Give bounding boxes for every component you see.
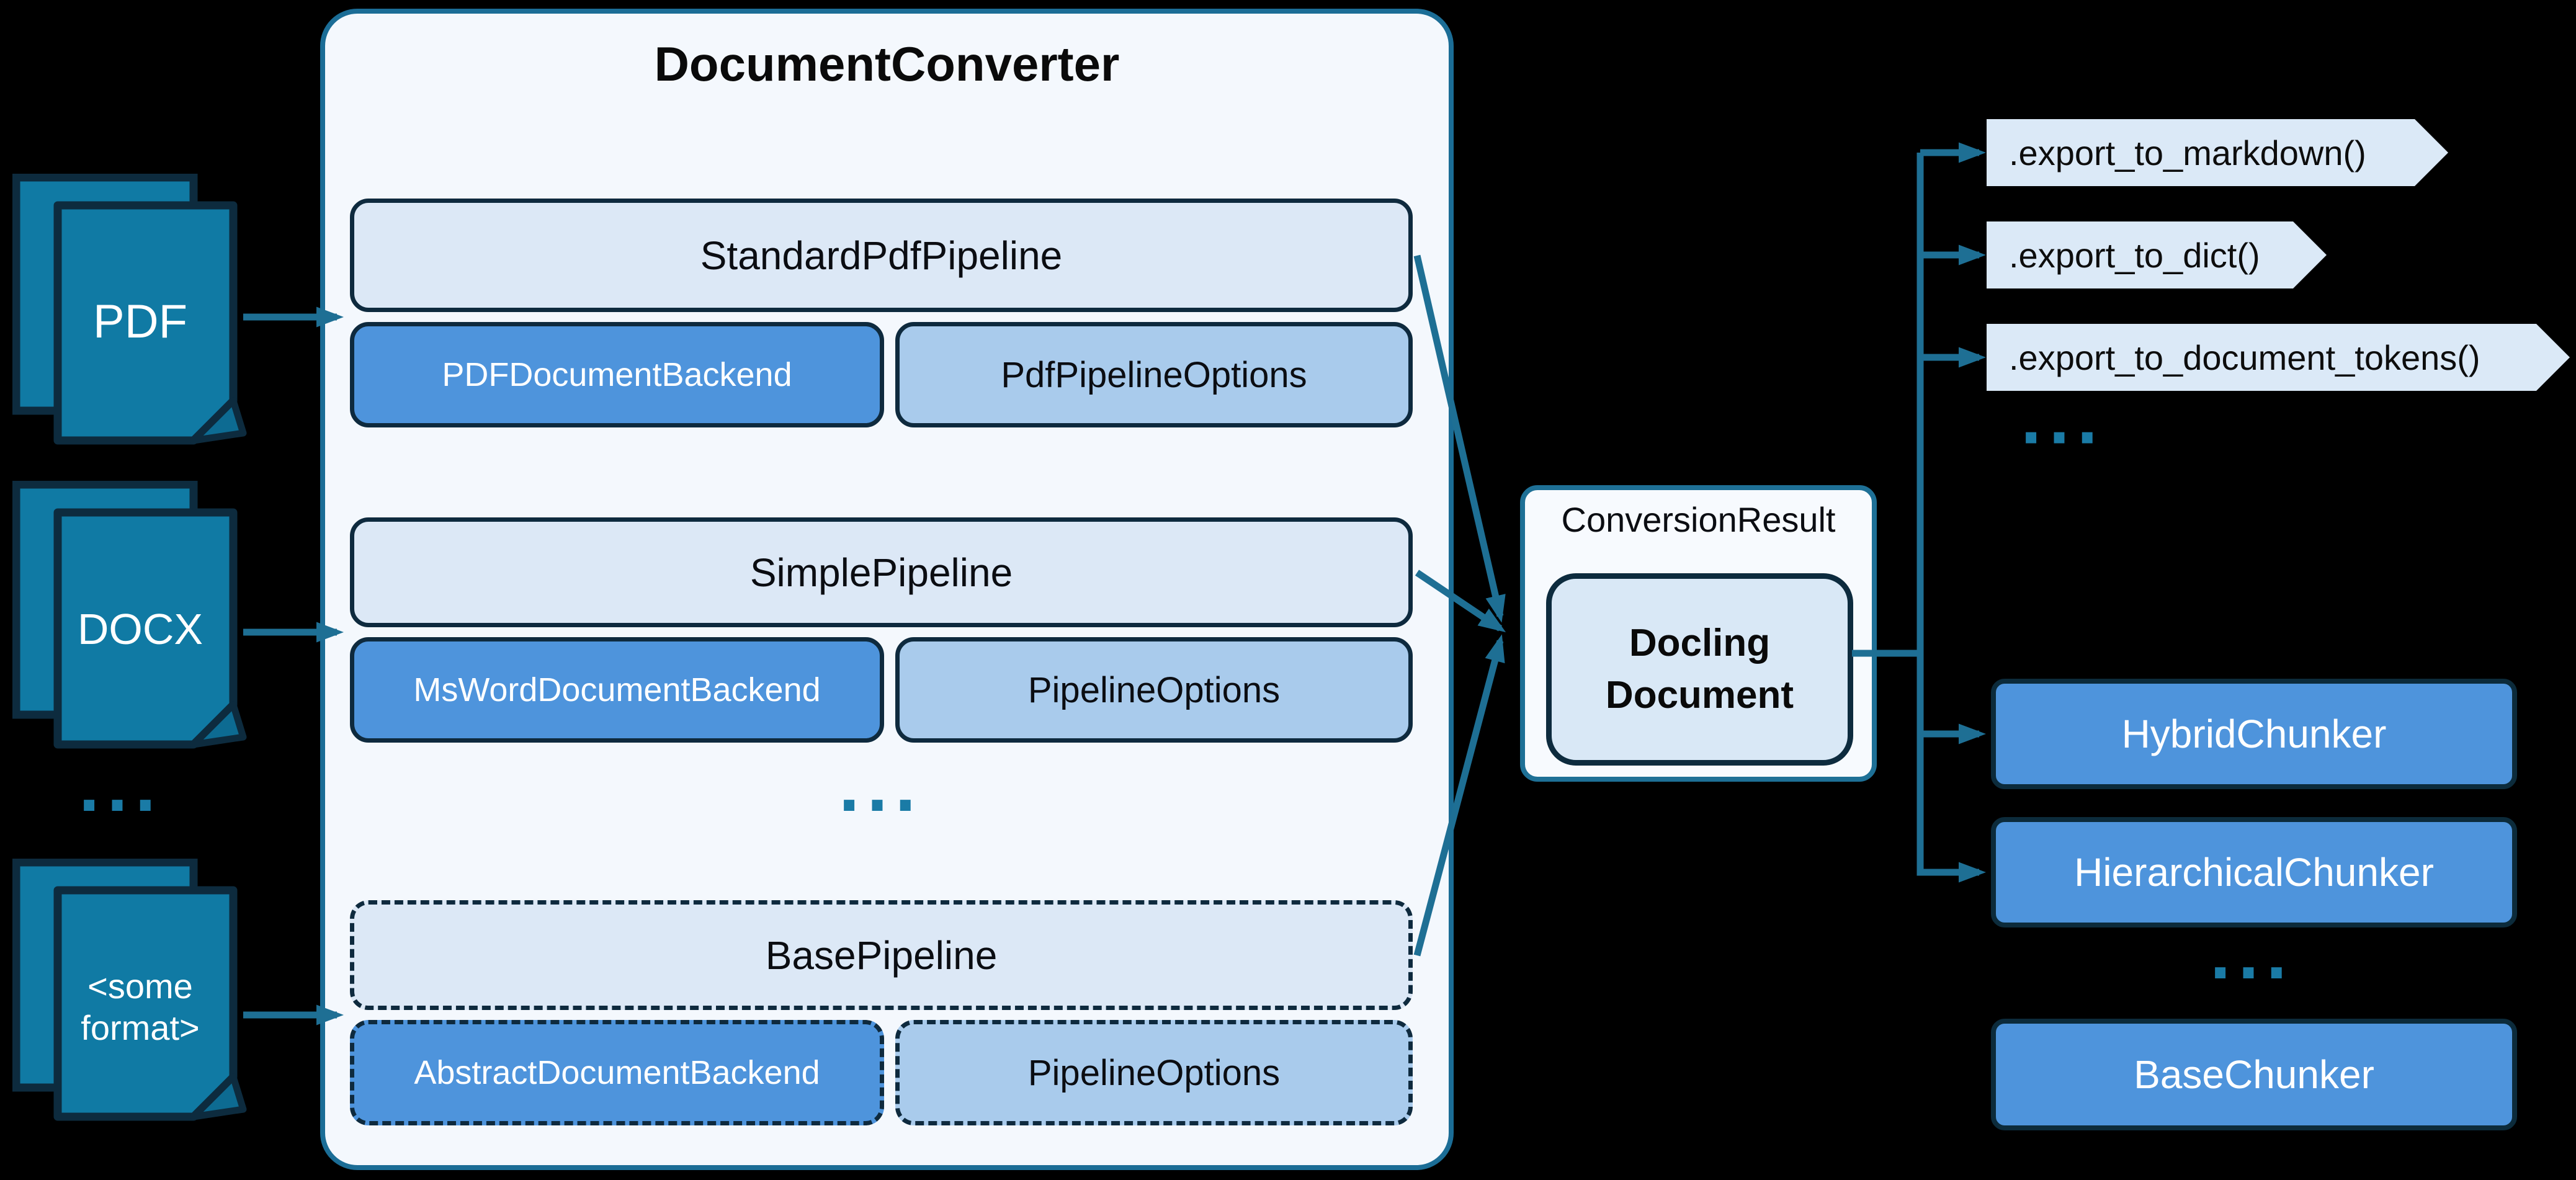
document-stack-icon [12, 480, 247, 749]
pipeline-standard-pdf-label: StandardPdfPipeline [700, 233, 1063, 278]
options-pipeline-label: PipelineOptions [1027, 669, 1281, 710]
docling-document-box: Docling Document [1546, 573, 1853, 766]
export-to-document-tokens-label: .export_to_document_tokens() [2009, 337, 2480, 377]
options-base-pipeline-box: PipelineOptions [895, 1020, 1413, 1125]
options-base-pipeline-label: PipelineOptions [1027, 1052, 1281, 1093]
backend-msword-box: MsWordDocumentBackend [350, 637, 884, 743]
backend-abstract-box: AbstractDocumentBackend [350, 1020, 884, 1125]
pipeline-base-box: BasePipeline [350, 900, 1413, 1010]
document-stack-icon [12, 173, 247, 445]
export-to-document-tokens-tag: .export_to_document_tokens() [1987, 324, 2570, 391]
document-converter-title: DocumentConverter [654, 36, 1120, 91]
converter-ellipsis: ... [838, 743, 924, 827]
pipeline-simple-box: SimplePipeline [350, 517, 1413, 627]
base-chunker-label: BaseChunker [2134, 1052, 2374, 1097]
backend-msword-label: MsWordDocumentBackend [413, 671, 821, 708]
input-docx-label: DOCX [77, 605, 203, 653]
pipeline-base-label: BasePipeline [765, 932, 998, 978]
base-chunker-box: BaseChunker [1991, 1019, 2517, 1130]
export-to-dict-tag: .export_to_dict() [1987, 221, 2327, 288]
pipeline-simple-label: SimplePipeline [749, 550, 1013, 595]
trunk-line-to-hierarchical-chunker [1916, 153, 1986, 883]
hybrid-chunker-label: HybridChunker [2121, 712, 2387, 756]
pipeline-standard-pdf-box: StandardPdfPipeline [350, 199, 1413, 312]
document-stack-icon [12, 858, 247, 1121]
inputs-ellipsis: ... [78, 743, 164, 827]
options-pdf-pipeline-box: PdfPipelineOptions [895, 322, 1413, 427]
options-pdf-pipeline-label: PdfPipelineOptions [1001, 354, 1307, 395]
export-to-markdown-tag: .export_to_markdown() [1987, 119, 2448, 186]
input-pdf-label: PDF [93, 295, 187, 349]
options-pipeline-box: PipelineOptions [895, 637, 1413, 743]
export-to-markdown-label: .export_to_markdown() [2009, 133, 2366, 172]
backend-pdf-document-label: PDFDocumentBackend [442, 356, 792, 393]
backend-pdf-document-box: PDFDocumentBackend [350, 322, 884, 427]
input-docx-stack: DOCX [12, 480, 273, 754]
input-some-format-label: <some format> [81, 966, 200, 1047]
backend-abstract-label: AbstractDocumentBackend [414, 1054, 820, 1091]
hierarchical-chunker-box: HierarchicalChunker [1991, 817, 2517, 927]
hierarchical-chunker-label: HierarchicalChunker [2074, 850, 2434, 895]
input-pdf-stack: PDF [12, 173, 273, 447]
hybrid-chunker-box: HybridChunker [1991, 679, 2517, 789]
chunkers-ellipsis: ... [2209, 911, 2295, 995]
exports-ellipsis: ... [2020, 376, 2106, 460]
export-to-dict-label: .export_to_dict() [2009, 235, 2260, 275]
conversion-result-label: ConversionResult [1561, 499, 1836, 539]
input-some-format-stack: <some format> [12, 858, 273, 1132]
